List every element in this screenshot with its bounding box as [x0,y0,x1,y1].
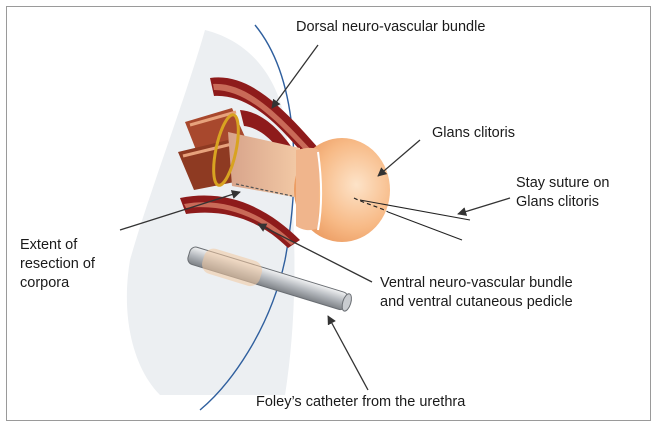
label-dorsal-bundle: Dorsal neuro-vascular bundle [296,18,485,37]
arrow-stay-suture [458,198,510,214]
label-ventral-bundle: Ventral neuro-vascular bundle and ventra… [380,274,573,312]
label-foley-catheter: Foley’s catheter from the urethra [256,393,465,412]
label-glans-clitoris: Glans clitoris [432,124,515,143]
arrow-foley [328,316,368,390]
label-stay-suture: Stay suture on Glans clitoris [516,174,610,212]
arrow-glans [378,140,420,176]
label-resection-extent: Extent of resection of corpora [20,236,95,293]
glans-shaft-join [296,148,320,230]
arrow-dorsal-bundle [272,45,318,108]
